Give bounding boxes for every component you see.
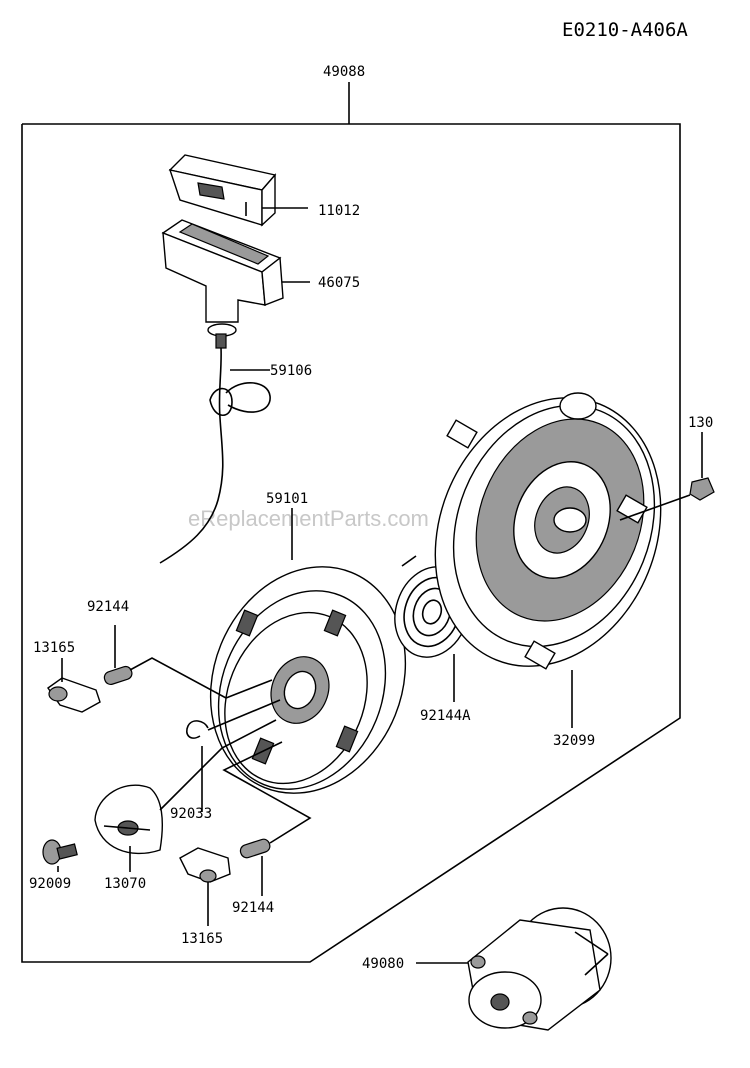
leader-spring-bottom-path [222, 741, 312, 844]
label-screw: 92009 [29, 876, 71, 892]
label-assembly: 49088 [323, 64, 365, 80]
label-handle: 46075 [318, 275, 360, 291]
assembly-bracket [21, 82, 681, 963]
label-pulley: 49080 [362, 956, 404, 972]
reel [209, 566, 407, 794]
spring-bottom [239, 838, 271, 859]
guide-plate [94, 784, 163, 855]
leader-guide-to-reel [159, 719, 277, 811]
spring-left [103, 665, 133, 686]
bolt [619, 477, 715, 521]
pulley [467, 907, 612, 1031]
diagram-code: E0210-A406A [562, 19, 688, 41]
watermark: eReplacementParts.com [188, 506, 429, 531]
label-spring-bottom: 92144 [232, 900, 274, 916]
label-ratchet-bottom: 13165 [181, 931, 223, 947]
label-rope-clip: 59106 [270, 363, 312, 379]
handle-cap [168, 154, 277, 227]
label-reel: 59101 [266, 491, 308, 507]
ratchet-bottom [179, 847, 231, 883]
label-circlip: 92033 [170, 806, 212, 822]
recoil-case [434, 392, 662, 670]
starter-rope [159, 347, 271, 564]
circlip [185, 720, 209, 739]
leader-spring-left-path [129, 657, 273, 699]
label-guide: 13070 [104, 876, 146, 892]
leader-circlip-to-reel [207, 699, 281, 731]
label-handle-cap: 11012 [318, 203, 360, 219]
ratchet-top [47, 677, 101, 713]
label-spiral-spring: 92144A [420, 708, 471, 724]
label-spring-left: 92144 [87, 599, 129, 615]
label-bolt: 130 [688, 415, 713, 431]
handle [161, 219, 284, 349]
screw [42, 839, 78, 865]
label-ratchet-top: 13165 [33, 640, 75, 656]
label-case: 32099 [553, 733, 595, 749]
